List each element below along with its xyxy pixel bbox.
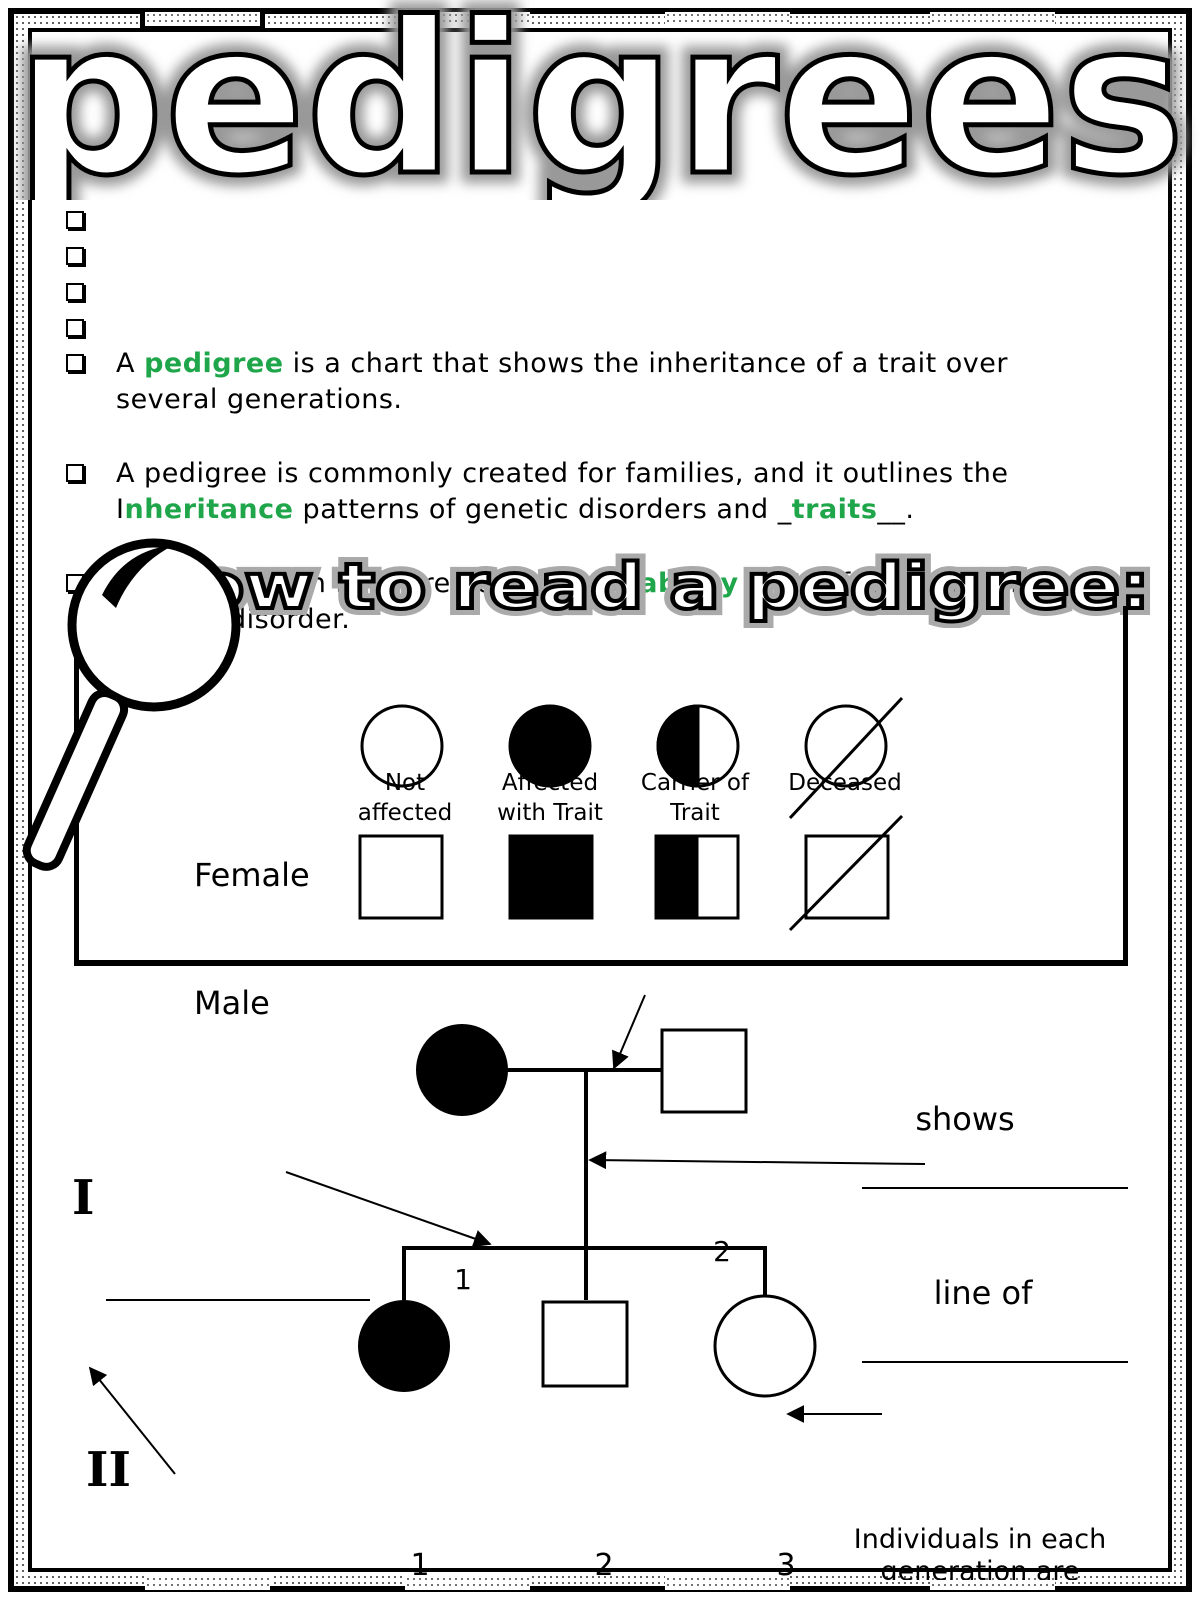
female-label: Female — [194, 856, 310, 894]
empty-checkbox-row — [66, 238, 1146, 274]
checkbox-icon[interactable] — [66, 354, 84, 372]
empty-checkbox-row — [66, 310, 1146, 346]
para-text: is a chart that shows the inheritance of… — [116, 348, 1009, 415]
empty-checkbox-row — [66, 202, 1146, 238]
bottom-number: 1 — [410, 1548, 429, 1580]
individuals-label: Individuals in each — [854, 1524, 1106, 1555]
line-of-label: line of — [934, 1274, 1034, 1312]
male-not-affected-icon — [358, 834, 444, 920]
para-text: __. — [877, 494, 915, 525]
bottom-tab-fill — [405, 1576, 530, 1590]
checkbox-icon[interactable] — [66, 211, 84, 229]
shows-label: shows — [915, 1100, 1014, 1138]
generation-label-1: I — [72, 1170, 95, 1226]
gen2-male — [541, 1300, 629, 1388]
arrow-marriage — [612, 994, 646, 1070]
gen2-female — [713, 1294, 817, 1398]
page-title: pedigrees pedigrees — [4, 0, 1196, 200]
title-text: pedigrees — [15, 0, 1185, 200]
top-tab-fill — [145, 12, 260, 26]
section-subtitle: how to read a pedigree: how to read a pe… — [133, 548, 1157, 628]
highlight-word: traits — [791, 494, 878, 525]
gen1-affected-female — [416, 1024, 508, 1116]
arrow-generation — [88, 1366, 176, 1475]
gen1-male — [660, 1028, 748, 1114]
bottom-number: 3 — [776, 1548, 795, 1580]
top-tab-fill — [665, 12, 790, 26]
male-label: Male — [194, 984, 270, 1022]
sibling-number: 1 — [454, 1263, 472, 1296]
top-tab-fill — [930, 12, 1055, 26]
female-affected-icon — [508, 704, 592, 788]
checkbox-icon[interactable] — [66, 283, 84, 301]
checkbox-icon[interactable] — [66, 319, 84, 337]
legend-symbols — [358, 696, 904, 932]
bottom-number: 2 — [594, 1548, 613, 1580]
title-glow: pedigrees — [15, 0, 1185, 200]
bullet-list: A pedigree is a chart that shows the inh… — [66, 202, 1146, 638]
top-tab-fill — [405, 12, 530, 26]
subtitle-text: how to read a pedigree: — [140, 550, 1150, 623]
male-affected-icon — [508, 834, 594, 920]
sibling-number: 2 — [713, 1235, 731, 1268]
checkbox-icon[interactable] — [66, 247, 84, 265]
checkbox-icon[interactable] — [66, 464, 84, 482]
empty-checkbox-row — [66, 274, 1146, 310]
legend-label-deceased: Deceased — [788, 770, 902, 796]
definition-paragraph: A pedigree is a chart that shows the inh… — [66, 346, 1096, 418]
para-text: that offspring will inherit a genetic di… — [116, 568, 1120, 635]
outer-frame — [8, 8, 1192, 1592]
highlight-word: nheritance — [124, 494, 294, 525]
bottom-tab-fill — [145, 1576, 270, 1590]
arrow-sibship — [285, 1171, 492, 1248]
para-text: patterns of genetic disorders and _ — [293, 494, 792, 525]
highlight-word: pedigree — [144, 348, 284, 379]
highlight-word: probability — [566, 568, 739, 599]
bottom-tab-fill — [665, 1576, 790, 1590]
para-text: A pedigree is commonly created for famil… — [116, 458, 1009, 525]
bottom-tab-fill — [930, 1576, 1055, 1590]
pedigree-diagram: 1 2 shows line of Individuals in each ge… — [88, 994, 1128, 1580]
individuals-label: generation are — [880, 1556, 1079, 1580]
inheritance-paragraph: A pedigree is commonly created for famil… — [66, 456, 1176, 528]
subtitle-glow: how to read a pedigree: — [140, 550, 1150, 623]
arrow-descent — [588, 1151, 926, 1170]
male-deceased-icon — [804, 834, 890, 920]
female-deceased-icon — [804, 704, 888, 788]
para-text: A — [116, 348, 145, 379]
inner-frame — [28, 28, 1172, 1572]
magnifying-glass-icon — [22, 538, 241, 871]
female-not-affected-icon — [360, 704, 444, 788]
generation-label-2: II — [86, 1442, 131, 1498]
gen2-affected-female — [358, 1300, 450, 1392]
